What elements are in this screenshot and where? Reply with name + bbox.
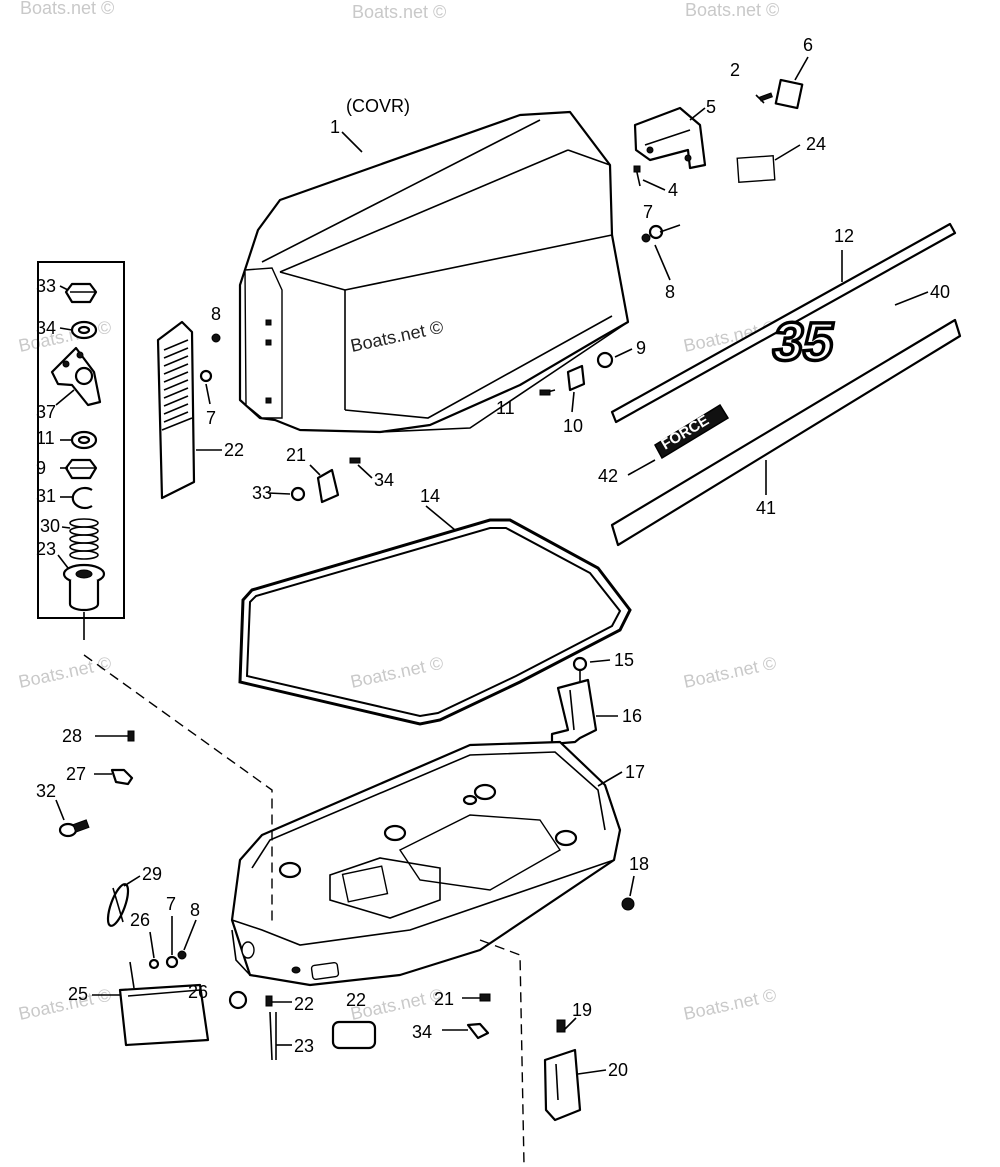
callout-label: 33 [252, 483, 272, 503]
callout-label: 8 [190, 900, 200, 920]
callout-label: 20 [608, 1060, 628, 1080]
callout-label: 33 [36, 276, 56, 296]
callout-label: 22 [346, 990, 366, 1010]
callout-label: 32 [36, 781, 56, 801]
watermark: Boats.net © [17, 985, 113, 1024]
part-20-latch [543, 1048, 582, 1122]
callout-label: 17 [625, 762, 645, 782]
callout-label: 37 [36, 402, 56, 422]
callout-label: 26 [130, 910, 150, 930]
callout-label: 26 [188, 982, 208, 1002]
callout-label: 9 [636, 338, 646, 358]
part-37-panel [156, 320, 196, 500]
watermark: Boats.net © [17, 317, 113, 356]
callout-label: 16 [622, 706, 642, 726]
callout-label: 1 [330, 117, 340, 137]
callout-label: 28 [62, 726, 82, 746]
leader-line [479, 939, 525, 1166]
callout-label: 12 [834, 226, 854, 246]
callout-label: 4 [668, 180, 678, 200]
callout-label: 5 [706, 97, 716, 117]
callout-label: 7 [643, 202, 653, 222]
callout-label: 23 [294, 1036, 314, 1056]
callout-label: 31 [36, 486, 56, 506]
callout-label: 40 [930, 282, 950, 302]
callout-label: 22 [224, 440, 244, 460]
watermark: Boats.net © [349, 653, 445, 692]
callout-label: 22 [294, 994, 314, 1014]
leader-line [83, 654, 273, 925]
watermark: Boats.net © [685, 0, 779, 20]
callout-label: 6 [803, 35, 813, 55]
callout-label: 8 [211, 304, 221, 324]
callout-label: 30 [40, 516, 60, 536]
callout-label: 41 [756, 498, 776, 518]
callout-label: 42 [598, 466, 618, 486]
callout-label: 7 [206, 408, 216, 428]
callout-label: 34 [36, 318, 56, 338]
callout-label: 15 [614, 650, 634, 670]
callout-label: 34 [412, 1022, 432, 1042]
callout-label: 23 [36, 539, 56, 559]
callout-label: 24 [806, 134, 826, 154]
callout-label: 14 [420, 486, 440, 506]
watermark: Boats.net © [352, 2, 446, 22]
callout-label: 29 [142, 864, 162, 884]
decal-stripe-12 [610, 222, 957, 424]
inset-box [37, 261, 125, 640]
callout-label: 11 [496, 398, 515, 418]
part-30-plug [58, 819, 90, 838]
watermark: Boats.net © [20, 0, 114, 18]
part-27-handle [118, 961, 210, 1047]
part-5-bracket [633, 106, 707, 170]
watermark: Boats.net © [17, 653, 113, 692]
decal-number-35: 35 [768, 311, 839, 372]
part-14-seal [238, 518, 632, 726]
callout-label: 25 [68, 984, 88, 1004]
callout-label: 21 [286, 445, 306, 465]
callout-label: 19 [572, 1000, 592, 1020]
callout-label: 9 [36, 458, 46, 478]
callout-label: 34 [374, 470, 394, 490]
watermark: Boats.net © [682, 985, 778, 1024]
callout-label: 21 [434, 989, 454, 1009]
force-badge-42: FORCE [654, 403, 730, 460]
callout-label: 11 [36, 428, 55, 448]
decal-stripe-41 [610, 318, 962, 547]
callout-label: 18 [629, 854, 649, 874]
part-16-bracket [550, 678, 598, 746]
cover-note: (COVR) [346, 96, 410, 116]
part-29-grille [106, 883, 130, 927]
callout-label: 27 [66, 764, 86, 784]
watermark: Boats.net © [682, 653, 778, 692]
callout-label: 10 [563, 416, 583, 436]
callout-label: 8 [665, 282, 675, 302]
callout-label: 7 [166, 894, 176, 914]
part-17-bottom-cowl [230, 740, 622, 987]
top-cowl [238, 110, 630, 434]
callout-label: 2 [730, 60, 740, 80]
